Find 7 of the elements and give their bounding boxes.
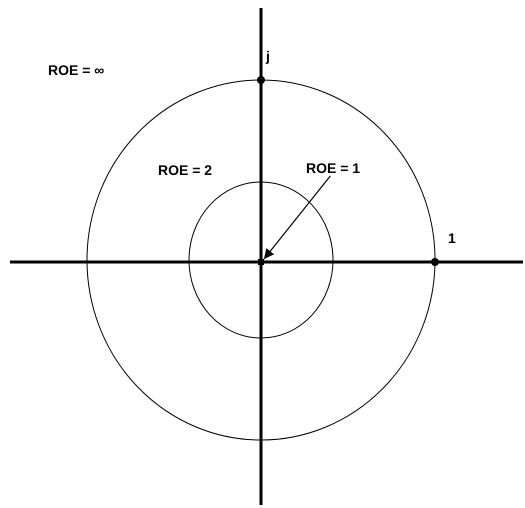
region-label: ROE = 2 — [158, 162, 212, 178]
region-label: ROE = ∞ — [48, 62, 104, 78]
axis-label: 1 — [448, 230, 456, 246]
region-label: ROE = 1 — [306, 160, 360, 176]
axis-origin — [258, 259, 264, 265]
leader-arrow — [264, 176, 331, 260]
axis-label: j — [266, 48, 270, 64]
